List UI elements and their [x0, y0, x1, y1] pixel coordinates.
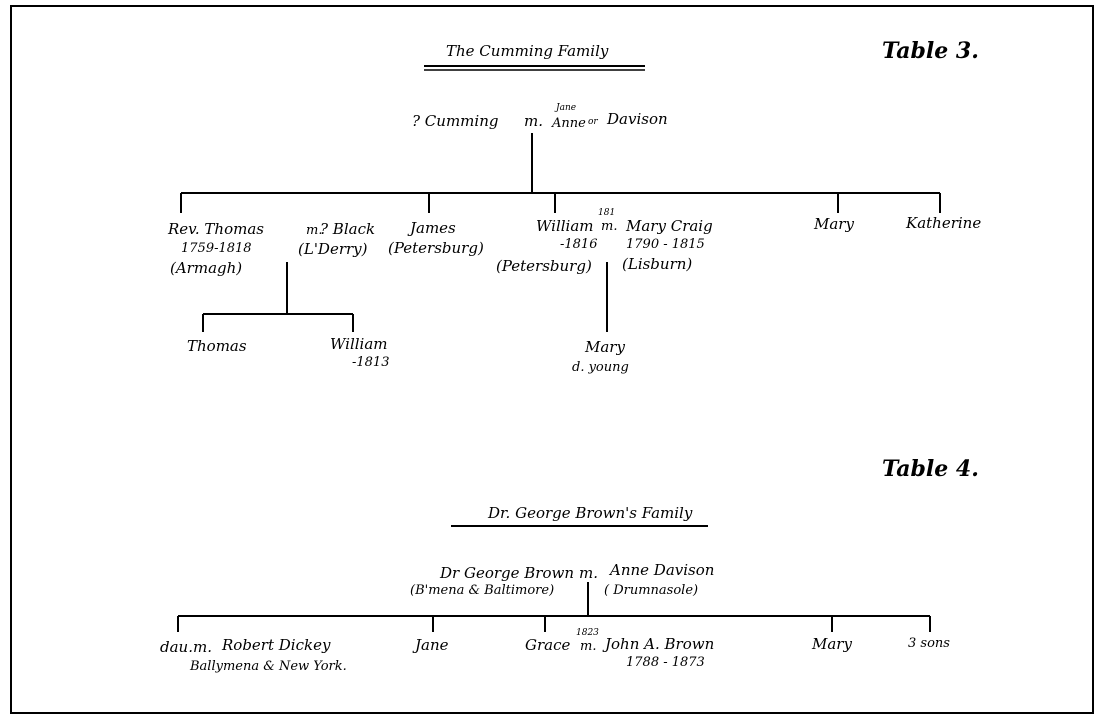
child-james-name: James: [410, 219, 456, 237]
root3-spouse-alt-bottom: Anne: [552, 116, 586, 131]
child-thomas-name: Rev. Thomas: [168, 220, 264, 238]
grandchild-mary-note: d. young: [572, 360, 629, 375]
william-marriage-year: 181: [598, 208, 616, 218]
child-john: John A. Brown: [605, 635, 715, 653]
child-william-place: (Petersburg): [496, 257, 592, 275]
thomas-m: m.: [306, 223, 323, 238]
root3-or: or: [588, 117, 598, 127]
root4-place: (B'mena & Baltimore): [410, 583, 555, 598]
william-m: m.: [601, 219, 618, 234]
grandchild-mary-name: Mary: [585, 338, 625, 356]
table4-label: Table 4.: [882, 456, 979, 482]
grandchild-thomas: Thomas: [187, 337, 247, 355]
root3-m: m.: [524, 112, 543, 130]
grandchild-william-name: William: [330, 335, 388, 353]
child-mary: Mary: [814, 215, 854, 233]
child-sons: 3 sons: [908, 636, 950, 651]
child-grace: Grace: [525, 636, 571, 654]
root4-m: m.: [579, 564, 598, 582]
thomas-spouse-name: ? Black: [320, 220, 376, 238]
grandchild-william-dates: -1813: [352, 355, 390, 370]
page-frame: [10, 5, 1094, 714]
table3-title: The Cumming Family: [446, 42, 609, 60]
grace-m: m.: [580, 639, 597, 654]
child-james-place: (Petersburg): [388, 239, 484, 257]
child-thomas-place: (Armagh): [170, 259, 243, 277]
table3-label: Table 3.: [882, 38, 979, 64]
child-john-dates: 1788 - 1873: [626, 655, 705, 670]
child-william-dates: -1816: [560, 237, 598, 252]
child-dickey-place: Ballymena & New York.: [190, 659, 347, 674]
root4-spouse: Anne Davison: [610, 561, 715, 579]
table4-title: Dr. George Brown's Family: [488, 504, 693, 522]
thomas-spouse-place: (L'Derry): [298, 240, 368, 258]
root3-spouse-alt-top: Jane: [556, 103, 577, 113]
william-spouse-place: (Lisburn): [622, 255, 693, 273]
root4-name: Dr George Brown: [440, 564, 574, 582]
child-william-name: William: [536, 217, 594, 235]
root4-spouse-place: ( Drumnasole): [604, 583, 699, 598]
root3-spouse-surname: Davison: [607, 110, 668, 128]
grace-marriage-year: 1823: [576, 628, 599, 638]
root3-name: ? Cumming: [412, 112, 499, 130]
william-spouse-name: Mary Craig: [626, 217, 713, 235]
child-jane: Jane: [415, 636, 449, 654]
child-thomas-dates: 1759-1818: [181, 241, 252, 256]
child-dau: dau.m.: [160, 638, 212, 656]
child-mary4: Mary: [812, 635, 852, 653]
child-katherine: Katherine: [906, 214, 982, 232]
william-spouse-dates: 1790 - 1815: [626, 237, 705, 252]
child-dickey: Robert Dickey: [222, 636, 331, 654]
